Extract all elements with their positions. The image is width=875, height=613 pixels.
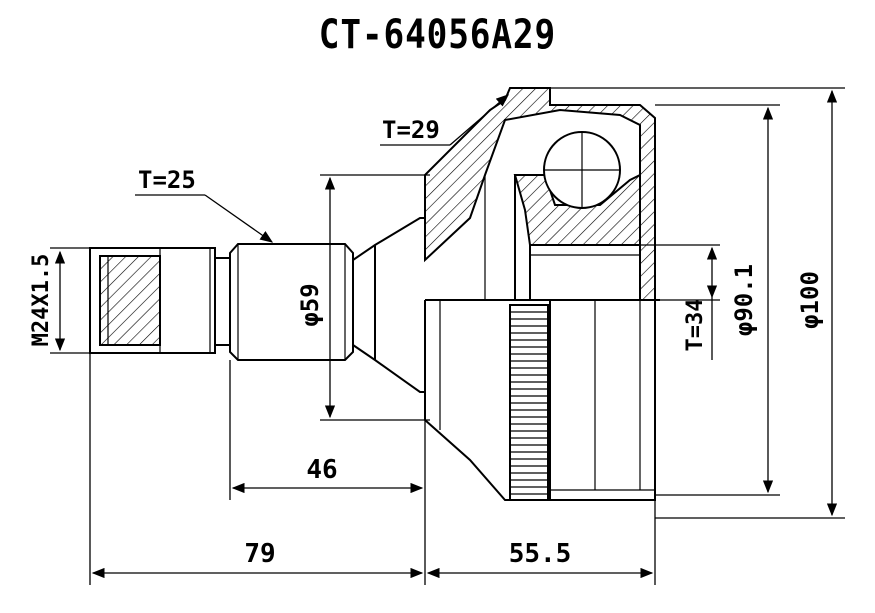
t34-dimension: T=34 (640, 244, 720, 360)
t34-label: T=34 (683, 299, 708, 352)
phi100-label: φ100 (796, 271, 824, 329)
shaft-neck (352, 217, 425, 393)
t25-label: T=25 (138, 166, 196, 194)
abs-tone-ring (509, 304, 549, 501)
dim79-label: 79 (244, 539, 275, 569)
phi90-label: φ90.1 (730, 264, 758, 336)
t29-label: T=29 (382, 116, 440, 144)
outer-housing (424, 87, 660, 501)
dim55-label: 55.5 (509, 539, 572, 569)
phi59-dimension: φ59 (296, 174, 430, 421)
phi90-dimension: φ90.1 (655, 104, 780, 496)
part-number-title: CT-64056A29 (318, 12, 557, 58)
phi100-dimension: φ100 (550, 87, 845, 519)
phi59-label: φ59 (296, 283, 324, 326)
thread-dimension: M24X1.5 (29, 247, 95, 354)
dim55: 55.5 (426, 500, 656, 585)
t25-leader: T=25 (135, 166, 274, 243)
dim79: 79 (89, 353, 426, 585)
threaded-stub (89, 247, 216, 354)
shaft-spline (215, 243, 354, 361)
t29-leader: T=29 (380, 94, 509, 146)
dim46: 46 (229, 360, 426, 500)
thread-size-label: M24X1.5 (29, 254, 54, 347)
dim46-label: 46 (306, 455, 337, 485)
